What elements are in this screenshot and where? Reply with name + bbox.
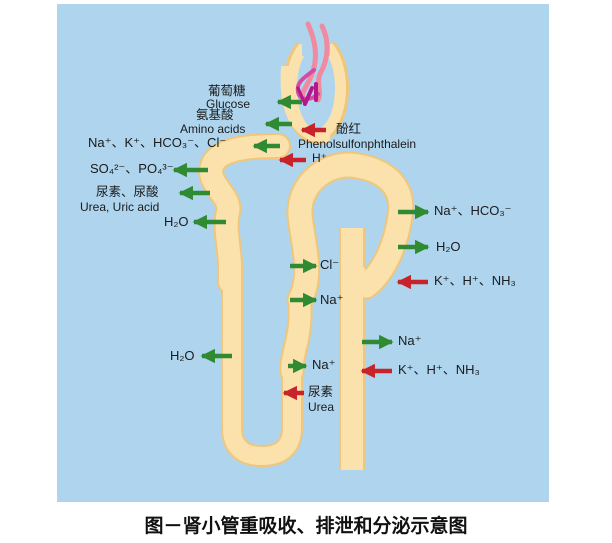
urea-uric-acid-label-en: Urea, Uric acid xyxy=(80,200,160,214)
distal-secretion-label: K⁺、H⁺、NH₃ xyxy=(434,273,516,288)
transport-arrows xyxy=(172,94,430,401)
h2o-descending-label: H₂O xyxy=(170,348,195,363)
urea-uric-acid-label-cn: 尿素、尿酸 xyxy=(96,184,159,199)
collecting-duct-junction xyxy=(345,261,375,293)
ions-label: Na⁺、K⁺、HCO₃⁻、Cl⁻ xyxy=(88,135,227,150)
h-plus-label: H⁺ xyxy=(312,151,327,165)
h2o-proximal-label: H₂O xyxy=(164,214,189,229)
urea-loop-label-cn: 尿素 xyxy=(308,384,334,399)
phenol-red-label-en: Phenolsulfonphthalein xyxy=(298,137,417,151)
amino-acids-label-cn: 氨基酸 xyxy=(196,107,234,122)
cl-ascending-label: Cl⁻ xyxy=(320,257,340,272)
glucose-label-cn: 葡萄糖 xyxy=(208,83,246,98)
distal-ions-label: Na⁺、HCO₃⁻ xyxy=(434,203,512,218)
glucose-label-en: Glucose xyxy=(206,97,251,111)
collecting-na-label: Na⁺ xyxy=(398,333,422,348)
collecting-secretion-label: K⁺、H⁺、NH₃ xyxy=(398,362,480,377)
urea-loop-label-en: Urea xyxy=(308,400,335,414)
amino-acids-label-en: Amino acids xyxy=(180,122,246,136)
phenol-red-label-cn: 酚红 xyxy=(336,121,362,136)
na-ascending-label: Na⁺ xyxy=(320,292,344,307)
sulfate-phosphate-label: SO₄²⁻、PO₄³⁻ xyxy=(90,161,174,176)
na-thin-limb-label: Na⁺ xyxy=(312,357,336,372)
glomerulus xyxy=(295,21,330,106)
figure-caption: 图－肾小管重吸收、排泄和分泌示意图 xyxy=(144,515,468,537)
h2o-distal-label: H₂O xyxy=(436,239,461,254)
